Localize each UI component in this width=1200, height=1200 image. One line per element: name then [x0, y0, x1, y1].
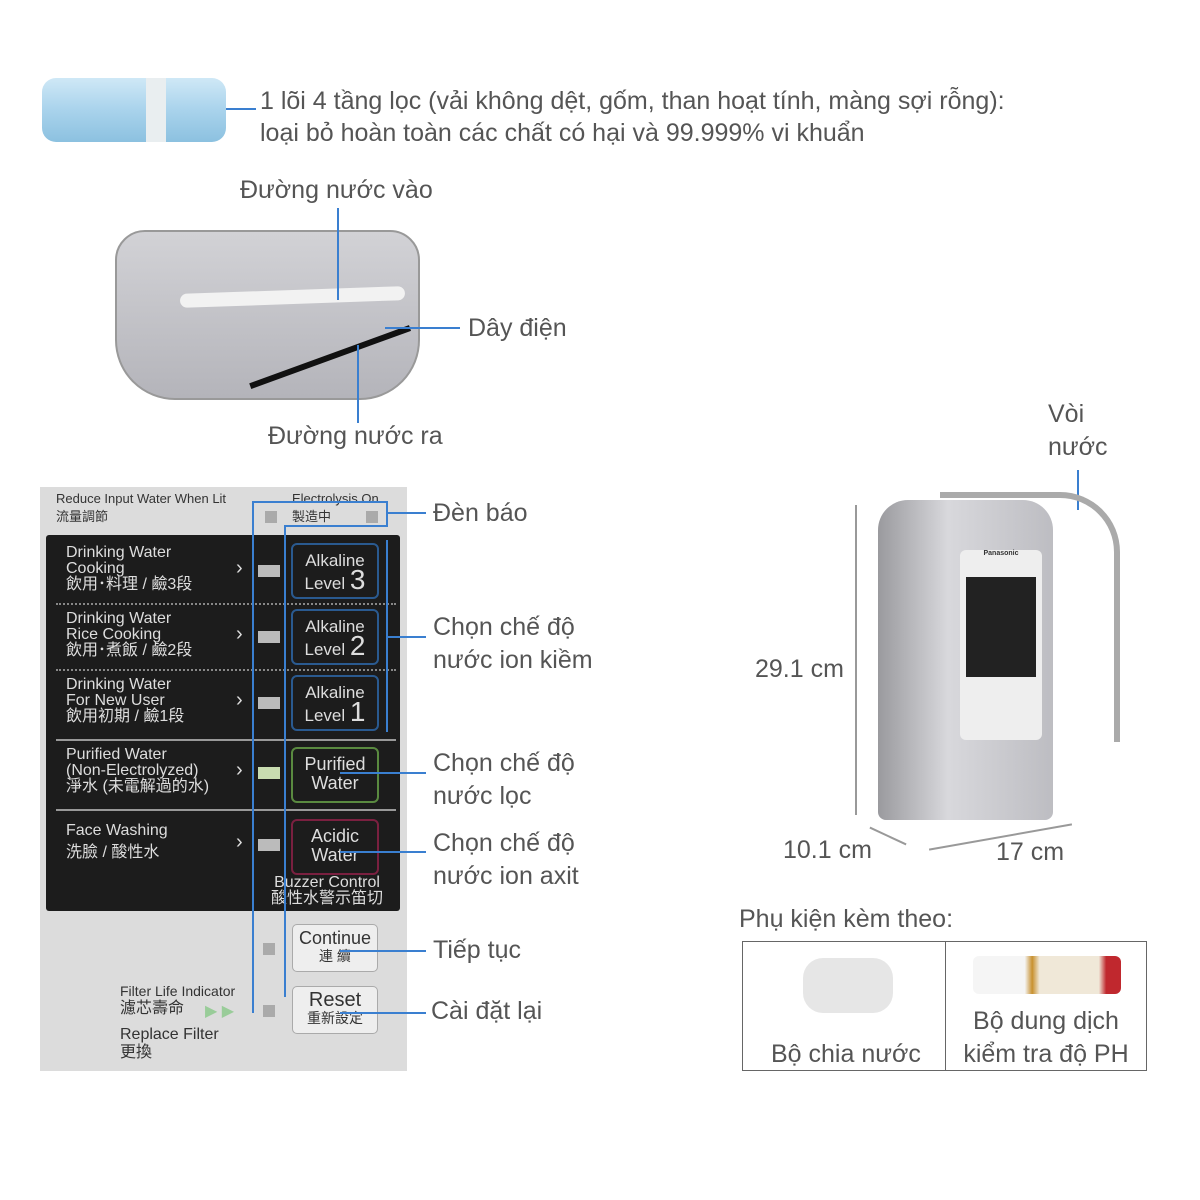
filter-desc-line1: 1 lõi 4 tầng lọc (vải không dệt, gốm, th…	[260, 87, 1005, 115]
faucet-image	[940, 492, 1120, 742]
electrolysis-cn: 製造中	[292, 509, 332, 524]
power-cord-label: Dây điện	[468, 314, 567, 342]
height-label: 29.1 cm	[755, 655, 844, 683]
control-panel: Reduce Input Water When Lit 流量調節 Electro…	[40, 487, 407, 1071]
electrolysis-label: Electrolysis On	[292, 491, 379, 506]
filter-label-band	[146, 78, 166, 142]
reduce-indicator-led	[265, 511, 277, 523]
filter-cartridge-image	[42, 78, 226, 142]
ph-test-kit-image	[973, 956, 1121, 994]
continue-callout: Tiếp tục	[433, 936, 522, 964]
alk2-led	[258, 631, 280, 643]
depth-dimension-line	[869, 826, 907, 846]
reset-callout: Cài đặt lại	[431, 997, 543, 1025]
alk3-led	[258, 565, 280, 577]
water-out-label: Đường nước ra	[268, 422, 443, 450]
alk1-led	[258, 697, 280, 709]
filter-life-label: Filter Life Indicator	[120, 983, 236, 999]
accessories-title: Phụ kiện kèm theo:	[739, 905, 954, 933]
indicator-callout: Đèn báo	[433, 499, 528, 527]
device-display-panel: Panasonic	[960, 550, 1042, 740]
water-in-label: Đường nước vào	[240, 176, 433, 204]
electrolysis-indicator-led	[366, 511, 378, 523]
width-label: 17 cm	[996, 838, 1065, 866]
filter-life-arrows-icon: ▶ ▶	[205, 1003, 235, 1020]
buzzer-label: Buzzer Control	[274, 874, 380, 891]
filter-desc-line2: loại bỏ hoàn toàn các chất có hại và 99.…	[260, 119, 865, 147]
depth-label: 10.1 cm	[783, 836, 872, 864]
reduce-water-cn: 流量調節	[56, 509, 109, 524]
acidic-led	[258, 839, 280, 851]
device-bottom-image	[115, 230, 420, 400]
water-splitter-label: Bộ chia nước	[771, 1040, 921, 1068]
reduce-water-label: Reduce Input Water When Lit	[56, 491, 227, 506]
continue-led	[263, 943, 275, 955]
height-dimension-line	[855, 505, 857, 815]
water-splitter-image	[803, 958, 893, 1013]
replace-filter-label: Replace Filter	[120, 1026, 219, 1043]
purified-led	[258, 767, 280, 779]
filter-led	[263, 1005, 275, 1017]
